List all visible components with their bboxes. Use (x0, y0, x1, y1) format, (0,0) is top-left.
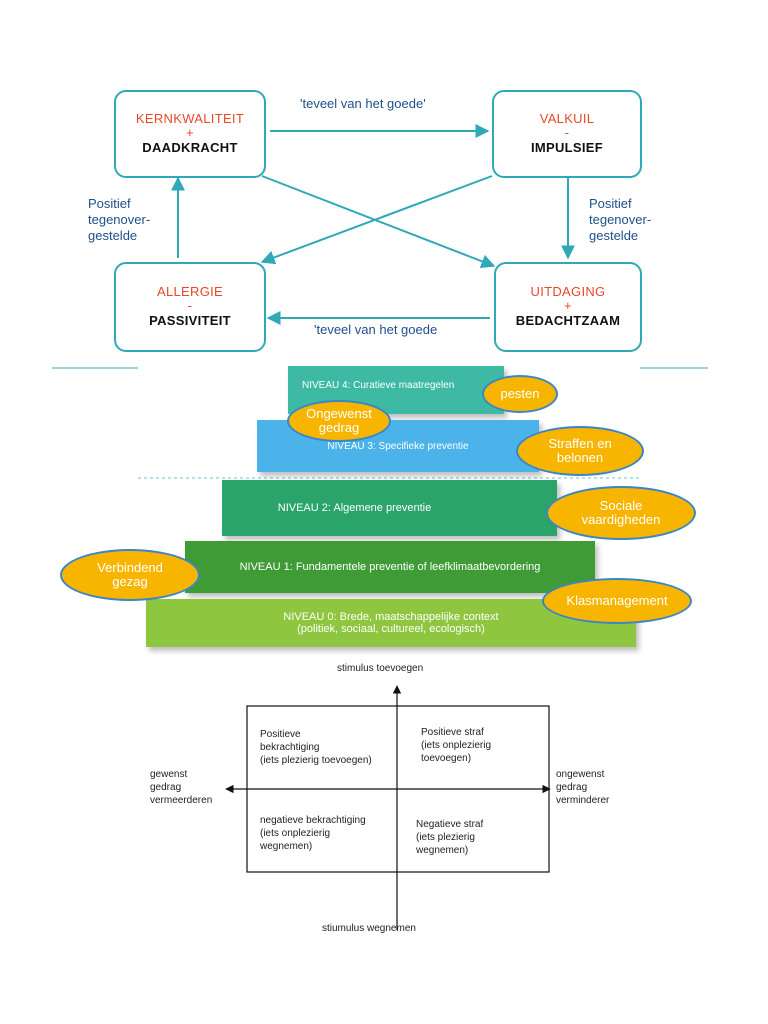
right-side-label: Positief tegenover- gestelde (589, 196, 651, 244)
left-label-line-1: Positief (88, 196, 131, 211)
quadrant-top-left: Positieve bekrachtiging (iets plezierig … (260, 728, 372, 767)
oval-klasmanagement: Klasmanagement (542, 578, 692, 624)
right-axis-line-3: verminderer (556, 795, 610, 806)
oval-ongewenst-line-1: Ongewenst (306, 406, 372, 421)
bottom-arrow-label: 'teveel van het goede (314, 322, 438, 337)
q1-line-1: Positieve (260, 729, 301, 740)
kernkwaliteit-value: DAADKRACHT (142, 140, 238, 155)
level-3-label: NIVEAU 3: Specifieke preventie (327, 440, 469, 452)
q3-line-3: wegnemen) (260, 841, 313, 852)
valkuil-sign: - (564, 125, 570, 140)
valkuil-label: VALKUIL (539, 111, 595, 126)
level-2: NIVEAU 2: Algemene preventie (222, 480, 557, 536)
oval-ongewenst-gedrag: Ongewenst gedrag (287, 400, 391, 442)
uitdaging-value: BEDACHTZAAM (515, 313, 621, 328)
oval-sociale-vaardigheden: Sociale vaardigheden (546, 486, 696, 540)
uitdaging-label: UITDAGING (530, 284, 606, 299)
oval-ongewenst-line-2: gedrag (318, 420, 360, 435)
q3-line-1: negatieve bekrachtiging (260, 815, 366, 826)
q4-line-3: wegnemen) (416, 845, 469, 856)
right-axis-line-2: gedrag (556, 782, 588, 793)
level-1: NIVEAU 1: Fundamentele preventie of leef… (185, 541, 595, 593)
oval-straffen-belonen: Straffen en belonen (516, 426, 644, 476)
left-axis-line-3: vermeerderen (150, 795, 213, 806)
oval-straffen-line-2: belonen (556, 450, 604, 465)
q2-line-3: toevoegen) (421, 753, 472, 764)
arrow-diag-1 (261, 175, 496, 268)
left-axis-line-1: gewenst (150, 769, 188, 780)
oval-pesten: pesten (482, 375, 558, 413)
quadrant-bottom-right: Negatieve straf (iets plezierig wegnemen… (416, 818, 483, 857)
right-label-line-2: tegenover- (589, 212, 652, 227)
q2-line-1: Positieve straf (421, 727, 484, 738)
allergie-label: ALLERGIE (157, 284, 223, 299)
right-label-line-1: Positief (589, 196, 632, 211)
level-1-label: NIVEAU 1: Fundamentele preventie of leef… (239, 561, 541, 573)
top-arrow-label: 'teveel van het goede' (300, 96, 426, 111)
oval-klasmanagement-text: Klasmanagement (566, 593, 668, 608)
left-label-line-3: gestelde (88, 228, 138, 243)
q4-line-1: Negatieve straf (416, 819, 484, 830)
top-axis-label: stimulus toevoegen (337, 663, 424, 674)
oval-verbindend-gezag: Verbindend gezag (60, 549, 200, 601)
level-4-label: NIVEAU 4: Curatieve maatregelen (302, 379, 455, 391)
q1-line-2: bekrachtiging (260, 742, 320, 753)
kernkwaliteit-label: KERNKWALITEIT (135, 111, 245, 126)
left-axis-label: gewenst gedrag vermeerderen (150, 768, 212, 807)
oval-sociale-line-2: vaardigheden (581, 512, 661, 527)
oval-pesten-text: pesten (500, 386, 540, 401)
bottom-axis-label: stiumulus wegnemen (322, 923, 416, 934)
allergie-sign: - (187, 298, 193, 313)
arrow-diag-2 (260, 175, 493, 265)
oval-sociale-line-1: Sociale (599, 498, 643, 513)
q3-line-2: (iets onplezierig (260, 828, 331, 839)
valkuil-value: IMPULSIEF (530, 140, 604, 155)
oval-straffen-line-1: Straffen en (548, 436, 612, 451)
left-side-label: Positief tegenover- gestelde (88, 196, 150, 244)
box-valkuil: VALKUIL - IMPULSIEF (492, 90, 642, 178)
oval-verbindend-line-1: Verbindend (97, 560, 163, 575)
uitdaging-sign: + (564, 298, 572, 313)
q2-line-2: (iets onplezierig (421, 740, 492, 751)
q4-line-2: (iets plezierig (416, 832, 475, 843)
q1-line-3: (iets plezierig toevoegen) (260, 755, 372, 766)
box-allergie: ALLERGIE - PASSIVITEIT (114, 262, 266, 352)
level-0-label: NIVEAU 0: Brede, maatschappelijke contex… (283, 611, 499, 623)
level-0-sublabel: (politiek, sociaal, cultureel, ecologisc… (297, 623, 485, 635)
left-axis-line-2: gedrag (150, 782, 182, 793)
left-label-line-2: tegenover- (88, 212, 151, 227)
box-kernkwaliteit: KERNKWALITEIT + DAADKRACHT (114, 90, 266, 178)
level-2-label: NIVEAU 2: Algemene preventie (277, 502, 432, 514)
kernkwaliteit-sign: + (186, 125, 194, 140)
right-axis-label: ongewenst gedrag verminderer (556, 768, 609, 807)
oval-verbindend-line-2: gezag (112, 574, 148, 589)
right-label-line-3: gestelde (589, 228, 639, 243)
allergie-value: PASSIVITEIT (149, 313, 231, 328)
quadrant-bottom-left: negatieve bekrachtiging (iets onplezieri… (260, 814, 366, 853)
right-axis-line-1: ongewenst (556, 769, 605, 780)
box-uitdaging: UITDAGING + BEDACHTZAAM (494, 262, 642, 352)
quadrant-top-right: Positieve straf (iets onplezierig toevoe… (421, 726, 491, 765)
